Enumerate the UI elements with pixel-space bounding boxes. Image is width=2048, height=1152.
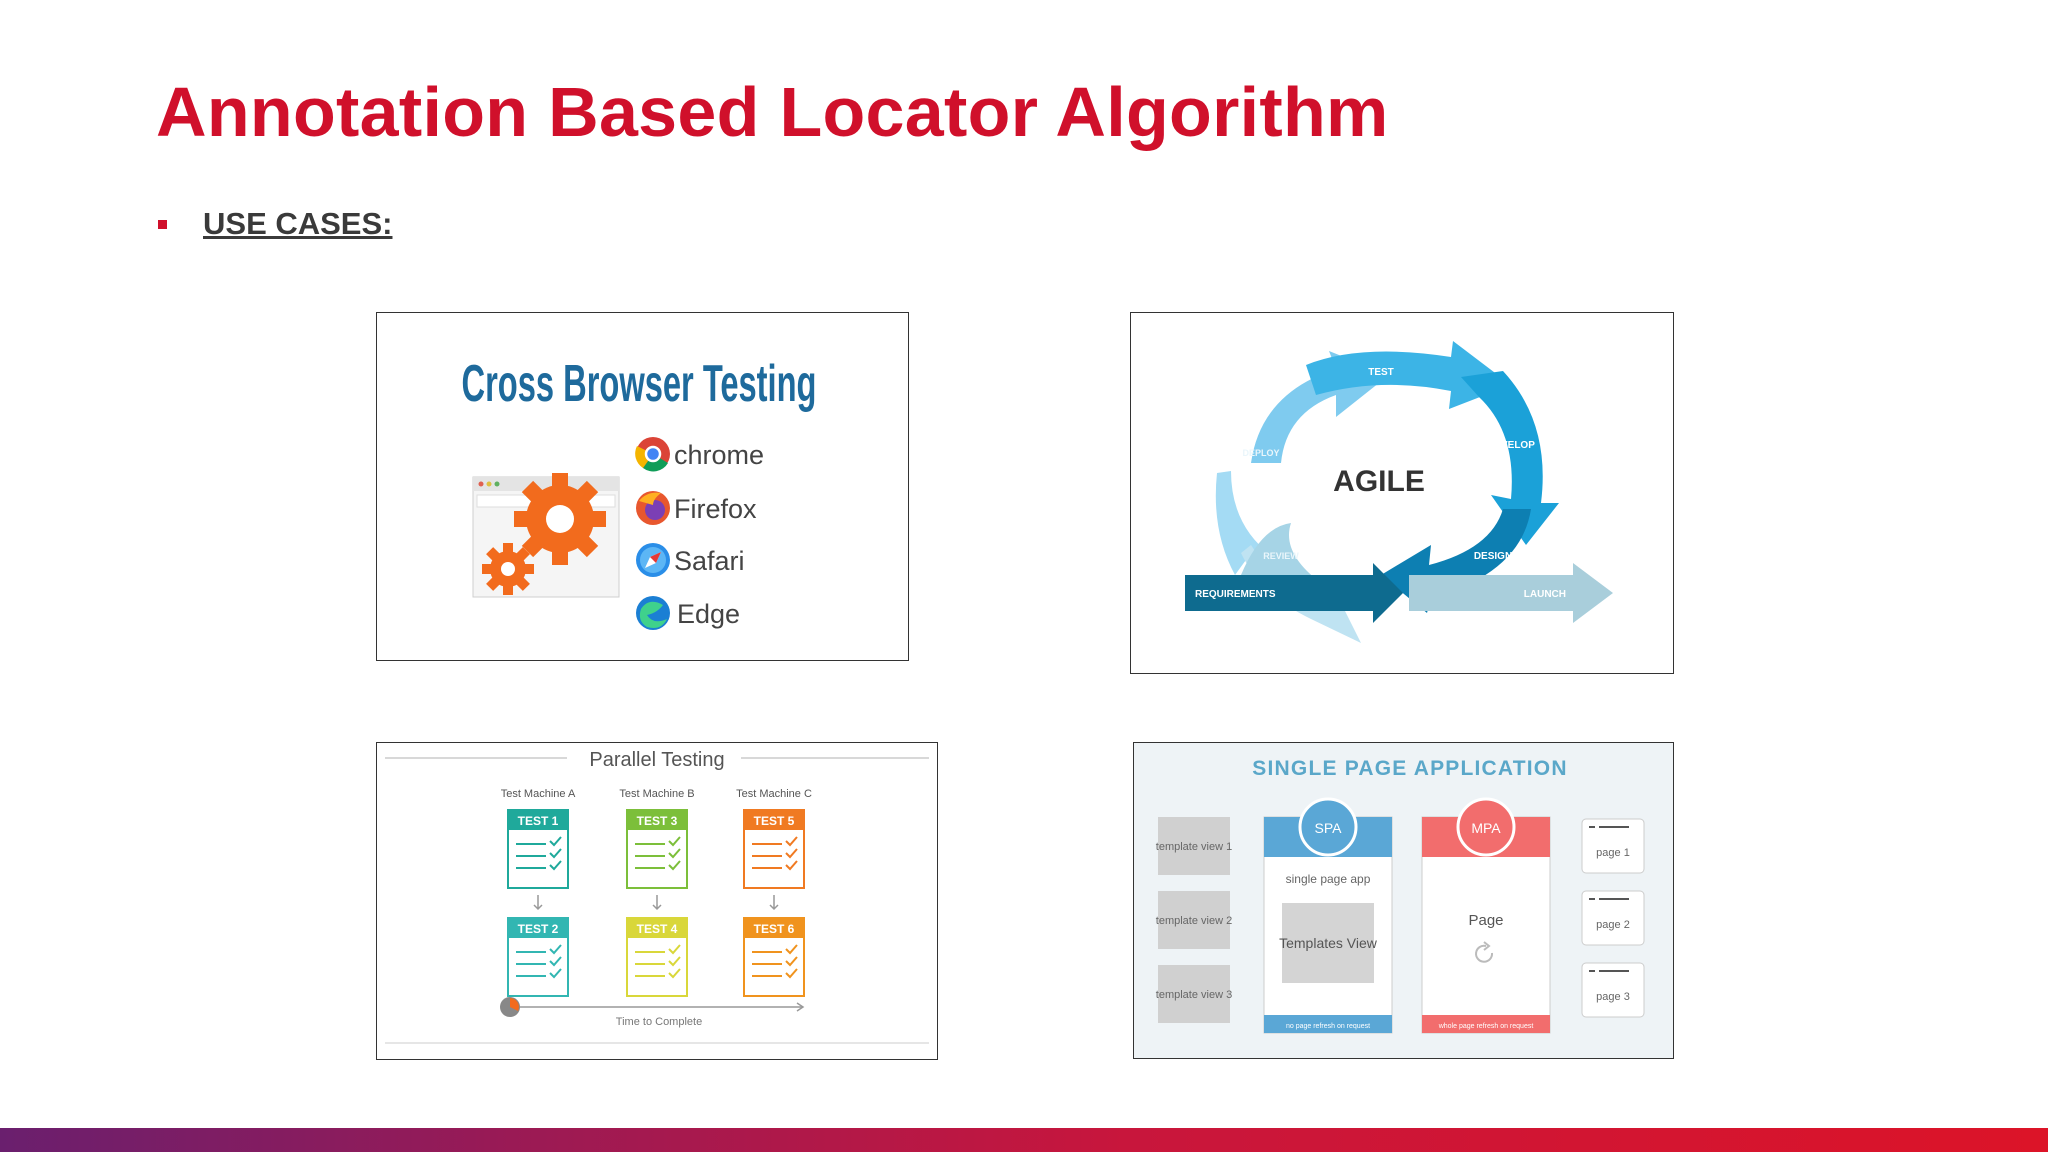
- machine-label: Test Machine B: [619, 788, 694, 800]
- template-view-label: template view 1: [1156, 841, 1232, 853]
- spa-badge-label: SPA: [1315, 820, 1343, 836]
- test-label: TEST 1: [518, 814, 559, 828]
- timeline-label: Time to Complete: [616, 1016, 702, 1028]
- requirements-label: REQUIREMENTS: [1195, 589, 1276, 600]
- safari-icon: [636, 543, 670, 577]
- parallel-testing-panel: Parallel Testing Test Machine A Test Mac…: [376, 742, 938, 1060]
- browser-label: Safari: [674, 546, 745, 576]
- agile-stage-label: DEPLOY: [1242, 448, 1279, 458]
- test-card: [743, 809, 805, 889]
- refresh-icon: [1475, 941, 1494, 963]
- test-card: [507, 809, 569, 889]
- spa-panel: SINGLE PAGE APPLICATION template view 1 …: [1133, 742, 1674, 1059]
- page-box: [1581, 890, 1645, 946]
- edge-icon: [636, 596, 670, 630]
- mpa-footer-label: whole page refresh on request: [1438, 1023, 1534, 1030]
- clock-icon: [500, 997, 520, 1017]
- chrome-icon: [635, 437, 670, 472]
- template-view-box: [1158, 817, 1230, 875]
- spa-heading: SINGLE PAGE APPLICATION: [1252, 757, 1567, 780]
- template-view-label: template view 3: [1156, 989, 1232, 1001]
- mpa-badge: [1456, 797, 1516, 857]
- spa-badge: [1298, 797, 1358, 857]
- parallel-heading: Parallel Testing: [589, 749, 724, 771]
- browser-label: chrome: [674, 440, 764, 470]
- footer-gradient-bar: [0, 1128, 2048, 1152]
- browser-label: Edge: [677, 599, 740, 629]
- spa-caption: single page app: [1286, 872, 1371, 886]
- test-label: TEST 4: [637, 922, 678, 936]
- test-label: TEST 5: [754, 814, 795, 828]
- test-card: [743, 917, 805, 997]
- browser-label: Firefox: [674, 494, 757, 524]
- test-label: TEST 6: [754, 922, 795, 936]
- template-view-label: template view 2: [1156, 915, 1232, 927]
- page-label: page 1: [1596, 847, 1630, 859]
- requirements-arrow: [1185, 563, 1403, 623]
- mpa-page-label: Page: [1468, 912, 1503, 929]
- section-label: USE CASES:: [203, 206, 393, 241]
- cross-browser-panel: Cross Browser Testing: [376, 312, 909, 661]
- spa-footer-label: no page refresh on request: [1286, 1023, 1370, 1030]
- launch-arrow: [1409, 563, 1613, 623]
- machine-label: Test Machine A: [501, 788, 576, 800]
- firefox-icon: [636, 491, 670, 525]
- page-box: [1581, 962, 1645, 1018]
- agile-panel: AGILE TEST DEVELOP DESIGN REVIEW DEPLOY …: [1130, 312, 1674, 674]
- test-card: [507, 917, 569, 997]
- page-label: page 2: [1596, 919, 1630, 931]
- page-box: [1581, 818, 1645, 874]
- agile-stage-label: DESIGN: [1474, 551, 1512, 562]
- slide-title: Annotation Based Locator Algorithm: [156, 73, 1389, 151]
- launch-label: LAUNCH: [1524, 589, 1566, 600]
- test-card: [626, 917, 688, 997]
- test-card: [626, 809, 688, 889]
- template-view-box: [1158, 965, 1230, 1023]
- agile-stage-label: TEST: [1368, 367, 1394, 378]
- down-arrow-icon: [533, 895, 779, 911]
- template-view-box: [1158, 891, 1230, 949]
- test-label: TEST 3: [637, 814, 678, 828]
- machine-label: Test Machine C: [736, 788, 812, 800]
- page-label: page 3: [1596, 991, 1630, 1003]
- agile-stage-label: DEVELOP: [1487, 440, 1535, 451]
- templates-view-label: Templates View: [1279, 935, 1378, 951]
- cross-browser-heading: Cross Browser Testing: [462, 355, 817, 413]
- test-label: TEST 2: [518, 922, 559, 936]
- agile-stage-label: REVIEW: [1263, 551, 1299, 561]
- bullet-icon: [158, 220, 167, 229]
- mpa-badge-label: MPA: [1471, 820, 1501, 836]
- gear-icon: [482, 473, 606, 595]
- templates-view-box: [1282, 903, 1374, 983]
- agile-center-label: AGILE: [1333, 465, 1425, 498]
